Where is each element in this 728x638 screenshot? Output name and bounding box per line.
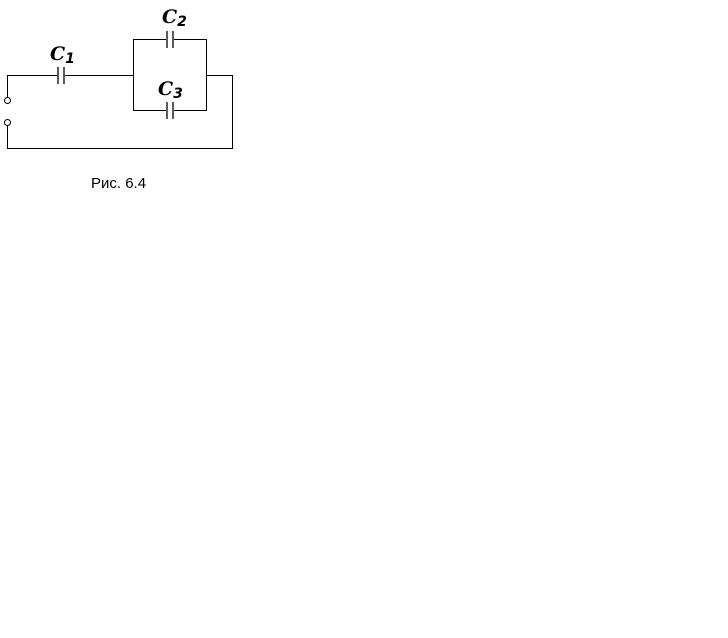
parallel-block-frame xyxy=(133,39,207,111)
capacitor-c2-label: C2 xyxy=(162,6,187,30)
wire-left-top xyxy=(7,75,133,97)
capacitor-c2 xyxy=(166,31,174,48)
terminal-top xyxy=(4,97,11,104)
capacitor-c1-label: C1 xyxy=(50,43,75,67)
wire-return-path xyxy=(7,75,233,149)
figure-caption: Рис. 6.4 xyxy=(91,175,147,192)
capacitor-c1 xyxy=(57,67,65,84)
terminal-bottom xyxy=(4,119,11,126)
capacitor-c3-label: C3 xyxy=(158,78,183,102)
capacitor-c3 xyxy=(166,102,174,119)
